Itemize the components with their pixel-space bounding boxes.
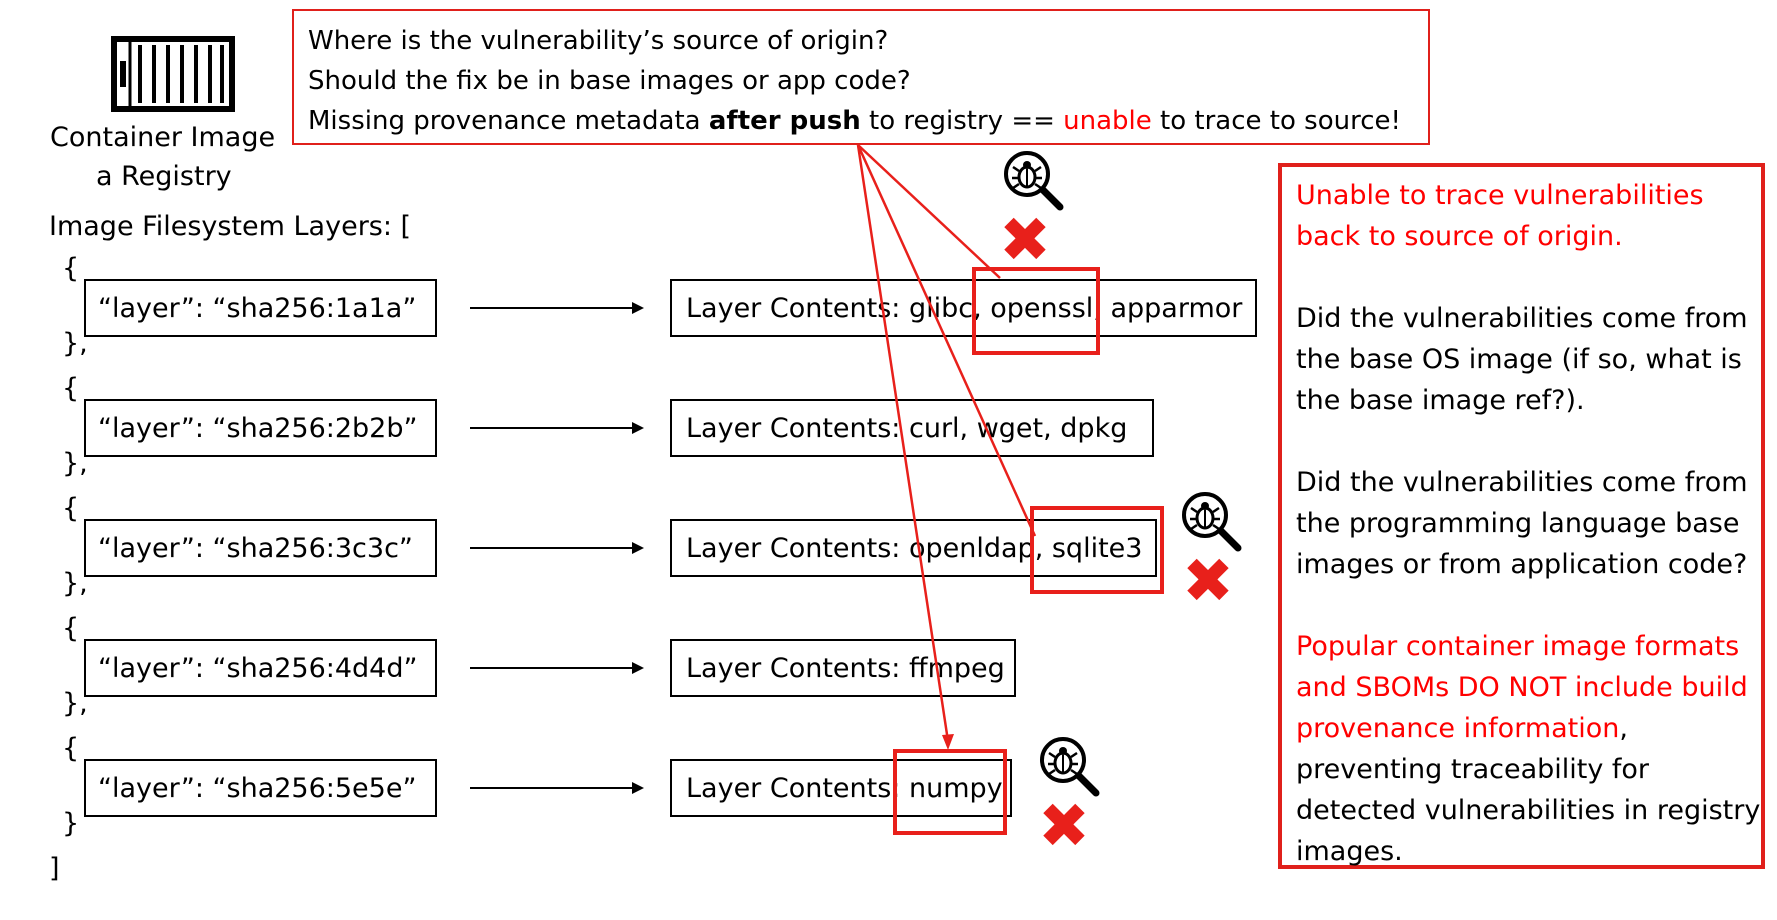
close-brace: }, xyxy=(62,568,88,599)
side-panel-paragraph: Popular container image formats and SBOM… xyxy=(1296,631,1761,867)
layer-contents-box: Layer Contents: curl, wget, dpkg xyxy=(670,399,1154,457)
layer-contents-box: Layer Contents: numpy xyxy=(670,759,1012,817)
question-line: Should the fix be in base images or app … xyxy=(308,66,911,96)
bug-magnifier-icon xyxy=(1040,737,1100,797)
open-brace: { xyxy=(62,493,80,524)
arrow-head xyxy=(632,542,644,554)
red-x-icon: ✖ xyxy=(1182,544,1234,617)
side-panel: Unable to trace vulnerabilities back to … xyxy=(1278,163,1765,869)
open-brace: { xyxy=(62,733,80,764)
openssl-highlight xyxy=(972,267,1100,355)
layer-arrow xyxy=(470,787,635,789)
side-panel-paragraph: Did the vulnerabilities come from the pr… xyxy=(1296,467,1748,580)
layer-box: “layer”: “sha256:3c3c” xyxy=(84,519,437,577)
arrow-head xyxy=(632,662,644,674)
question-line: Missing provenance metadata after push t… xyxy=(308,106,1401,136)
container-label: Container Image xyxy=(50,122,276,153)
arrow-head xyxy=(632,782,644,794)
sqlite3-highlight xyxy=(1030,506,1164,594)
layers-header: Image Filesystem Layers: [ xyxy=(49,211,412,242)
open-brace: { xyxy=(62,613,80,644)
bug-magnifier-icon xyxy=(1004,151,1064,211)
bug-magnifier-icon xyxy=(1182,492,1242,552)
open-brace: { xyxy=(62,373,80,404)
close-brace: }, xyxy=(62,328,88,359)
layer-contents-box: Layer Contents: openldap, sqlite3 xyxy=(670,519,1157,577)
close-brace: } xyxy=(62,808,80,839)
question-line: Where is the vulnerability’s source of o… xyxy=(308,26,889,56)
question-box: Where is the vulnerability’s source of o… xyxy=(292,9,1430,145)
layer-arrow xyxy=(470,547,635,549)
layer-box: “layer”: “sha256:2b2b” xyxy=(84,399,437,457)
layer-contents-box: Layer Contents: glibc, openssl, apparmor xyxy=(670,279,1257,337)
layer-box: “layer”: “sha256:1a1a” xyxy=(84,279,437,337)
layer-box: “layer”: “sha256:4d4d” xyxy=(84,639,437,697)
container-sublabel: a Registry xyxy=(96,161,232,192)
open-brace: { xyxy=(62,253,80,284)
layer-arrow xyxy=(470,427,635,429)
red-x-icon: ✖ xyxy=(1038,789,1090,862)
layer-contents-box: Layer Contents: ffmpeg xyxy=(670,639,1016,697)
red-x-icon: ✖ xyxy=(999,203,1051,276)
numpy-highlight xyxy=(893,749,1007,835)
arrow-head xyxy=(632,302,644,314)
side-panel-paragraph: Did the vulnerabilities come from the ba… xyxy=(1296,303,1748,416)
arrow-head xyxy=(632,422,644,434)
container-icon xyxy=(98,33,248,113)
layer-arrow xyxy=(470,307,635,309)
side-panel-heading: Unable to trace vulnerabilities back to … xyxy=(1296,180,1704,252)
close-brace: }, xyxy=(62,688,88,719)
layer-arrow xyxy=(470,667,635,669)
close-bracket: ] xyxy=(49,853,60,884)
close-brace: }, xyxy=(62,448,88,479)
layer-box: “layer”: “sha256:5e5e” xyxy=(84,759,437,817)
